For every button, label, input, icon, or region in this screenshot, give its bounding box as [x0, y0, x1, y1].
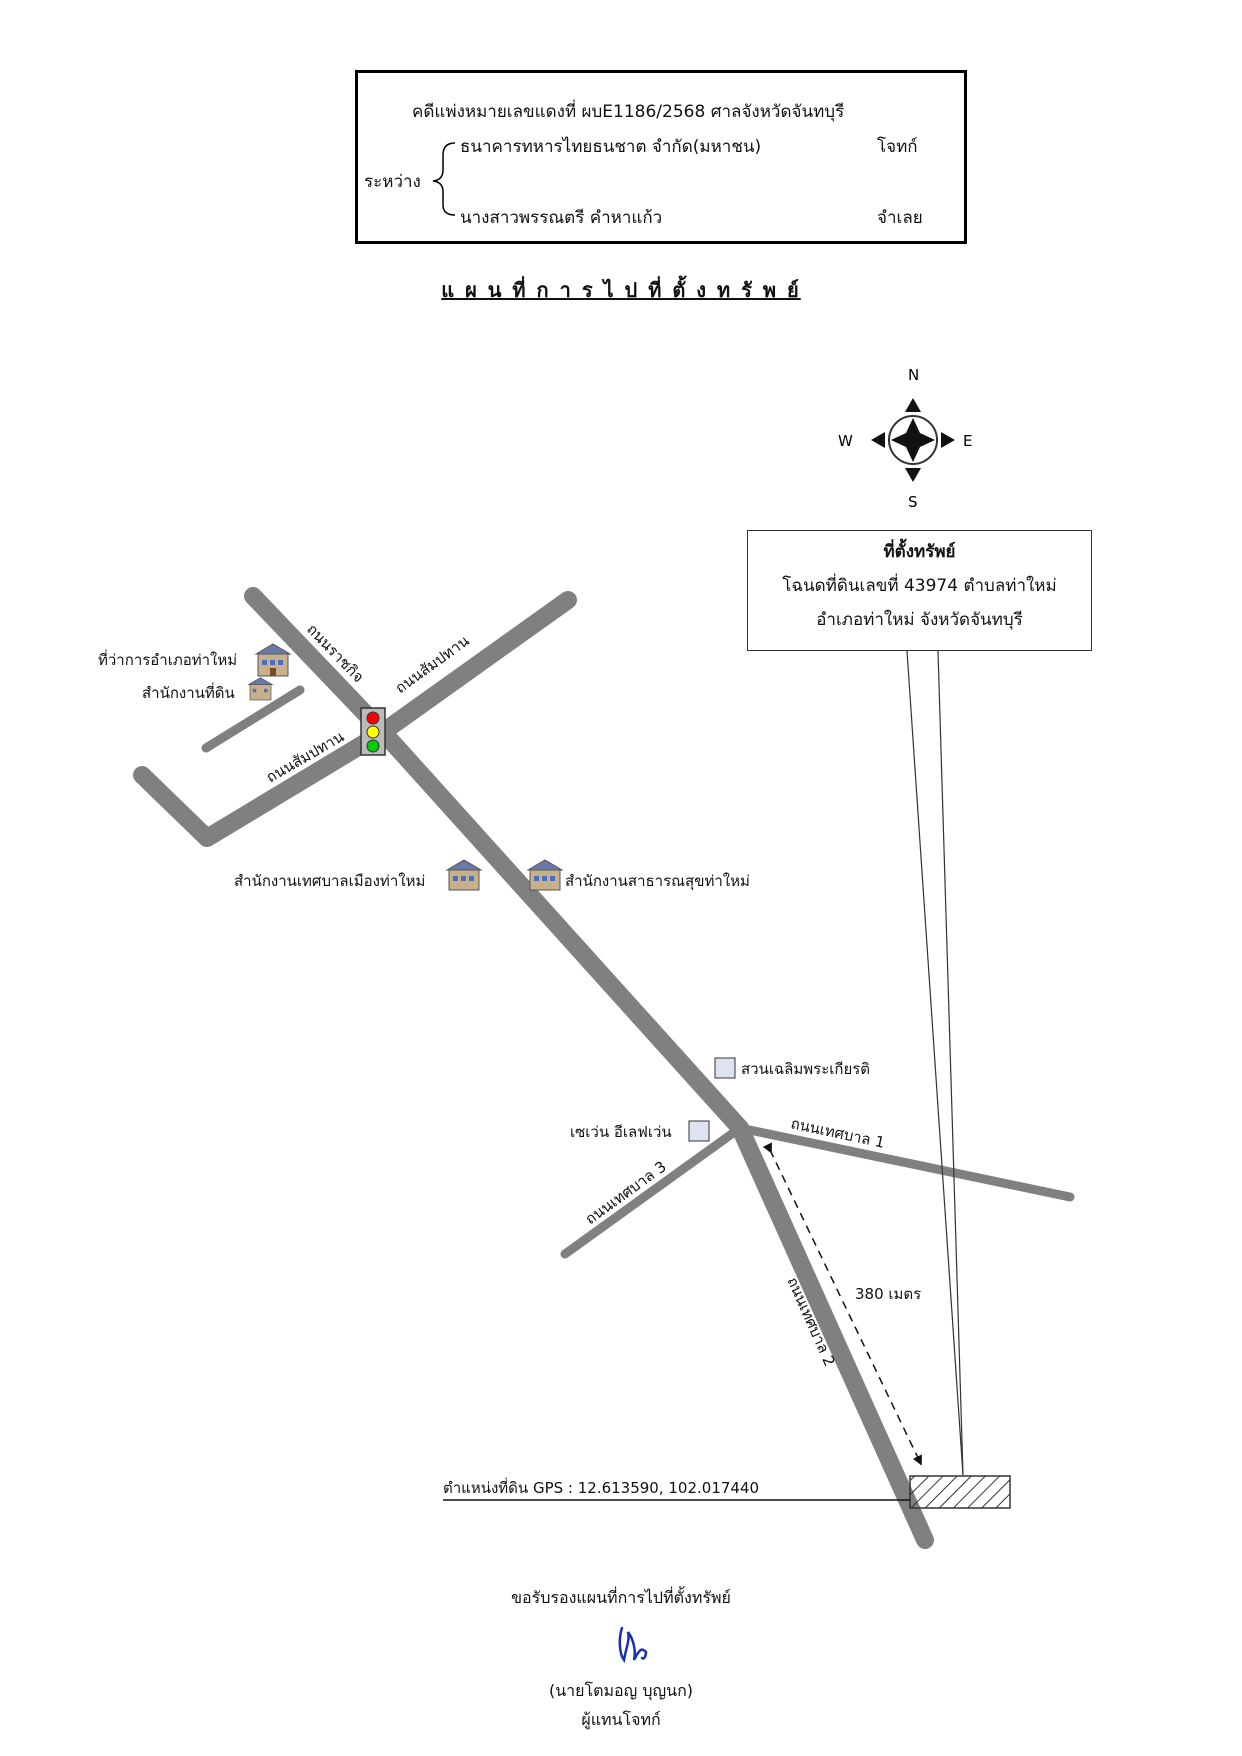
road-sampaotan-sw [133, 723, 392, 847]
property-parcel [909, 1475, 1011, 1509]
gps-label: ตำแหน่งที่ดิน GPS : 12.613590, 102.01744… [443, 1479, 760, 1497]
compass-east: E [963, 432, 972, 450]
compass-south: S [908, 493, 918, 511]
park-label: สวนเฉลิมพระเกียรติ [741, 1060, 871, 1078]
property-location-line: อำเภอท่าใหม่ จังหวัดจันทบุรี [816, 610, 1023, 630]
certifier-role: ผู้แทนโจทก์ [581, 1710, 661, 1729]
traffic-light-icon [360, 707, 386, 756]
road-sampaotan-ne [374, 591, 577, 741]
compass-west: W [838, 432, 853, 450]
road-thetsaban-3 [560, 1123, 745, 1259]
property-deed-line: โฉนดที่ดินเลขที่ 43974 ตำบลท่าใหม่ [782, 576, 1057, 596]
building-icon [526, 859, 564, 891]
building-icon [445, 859, 483, 891]
distance-label: 380 เมตร [855, 1285, 922, 1303]
brace-icon [432, 142, 456, 216]
road-side-street [201, 685, 305, 753]
building-icon [254, 643, 292, 677]
defendant-role: จำเลย [877, 208, 923, 228]
signature-mark [618, 1626, 648, 1663]
district-office-label: ที่ว่าการอำเภอท่าใหม่ [98, 651, 238, 669]
between-label: ระหว่าง [364, 172, 421, 192]
seven-eleven-marker [688, 1120, 710, 1142]
land-office-label: สำนักงานที่ดิน [142, 684, 235, 702]
plaintiff-name: ธนาคารทหารไทยธนชาต จำกัด(มหาชน) [460, 137, 762, 157]
case-header-box [355, 70, 967, 244]
property-box-title: ที่ตั้งทรัพย์ [883, 542, 956, 562]
distance-arrow [762, 1142, 922, 1466]
building-icon [247, 677, 274, 701]
road-main-diagonal [374, 723, 749, 1137]
certify-text: ขอรับรองแผนที่การไปที่ตั้งทรัพย์ [511, 1588, 731, 1607]
municipal-office-label: สำนักงานเทศบาลเมืองท่าใหม่ [234, 872, 426, 890]
defendant-name: นางสาวพรรณตรี คำหาแก้ว [460, 208, 663, 228]
map-title: แ ผ น ที่ ก า ร ไ ป ที่ ตั้ ง ท รั พ ย์ [441, 278, 801, 302]
park-marker [714, 1057, 736, 1079]
compass-north: N [908, 366, 919, 384]
road-thetsaban-2 [731, 1119, 934, 1549]
roads [133, 587, 1075, 1549]
health-office-label: สำนักงานสาธารณสุขท่าใหม่ [565, 872, 750, 890]
case-number-line: คดีแพ่งหมายเลขแดงที่ ผบE1186/2568 ศาลจัง… [412, 102, 845, 122]
road-thetsaban-1 [735, 1123, 1075, 1202]
plaintiff-role: โจทก์ [877, 137, 918, 157]
property-info-box: ที่ตั้งทรัพย์ โฉนดที่ดินเลขที่ 43974 ตำบ… [747, 530, 1092, 651]
seven-eleven-label: เซเว่น อีเลฟเว่น [570, 1123, 672, 1141]
certifier-name: (นายโตมอญ บุญนก) [548, 1681, 694, 1700]
compass-rose-icon [871, 398, 955, 482]
